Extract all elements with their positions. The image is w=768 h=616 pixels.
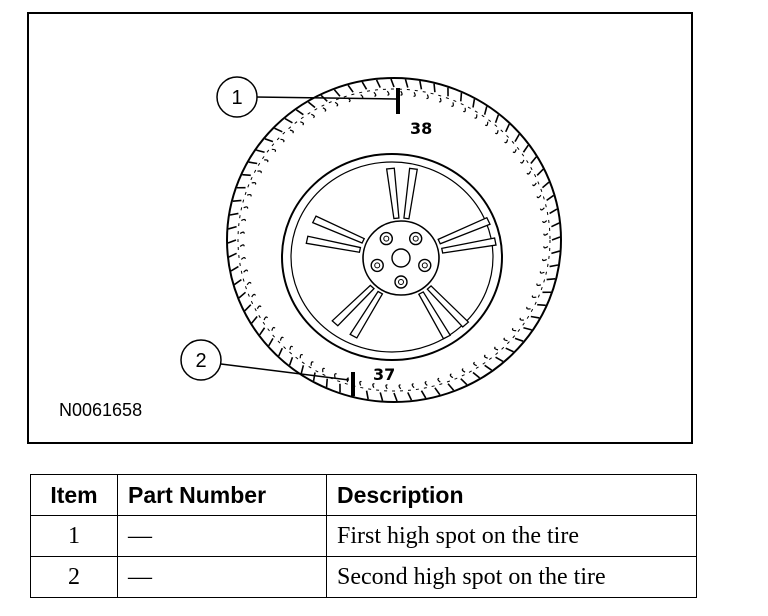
row-item: 1 (30, 515, 118, 557)
figure-id: N0061658 (59, 400, 143, 420)
header-item: Item (30, 474, 118, 516)
callout-1-label: 1 (231, 87, 242, 109)
high-spot-mark-2: 37 (220, 363, 395, 396)
table-header-row: Item Part Number Description (30, 474, 697, 516)
callout-1: 1 (216, 76, 258, 118)
row-part-number: — (117, 515, 327, 557)
row-description: First high spot on the tire (326, 515, 697, 557)
tire-tread (227, 78, 561, 402)
table-row: 2 — Second high spot on the tire (30, 556, 697, 598)
header-description: Description (326, 474, 697, 516)
callout-2: 2 (180, 339, 222, 381)
lug-nuts (370, 231, 432, 289)
tire-mark-37: 37 (373, 365, 395, 384)
row-description: Second high spot on the tire (326, 556, 697, 598)
high-spot-mark-1: 38 (254, 88, 432, 138)
table-row: 1 — First high spot on the tire (30, 515, 697, 557)
header-part-number: Part Number (117, 474, 327, 516)
callout-2-label: 2 (195, 350, 206, 372)
parts-table: Item Part Number Description 1 — First h… (30, 474, 697, 598)
tire (226, 77, 562, 403)
wheel-spokes (305, 167, 497, 340)
row-part-number: — (117, 556, 327, 598)
tire-mark-38: 38 (410, 119, 432, 138)
center-bore (391, 248, 411, 268)
figure-frame: 38 37 1 2 N0061658 (27, 12, 693, 444)
wheel-rim (281, 153, 503, 361)
tire-illustration: 38 37 1 2 (180, 76, 562, 403)
row-item: 2 (30, 556, 118, 598)
